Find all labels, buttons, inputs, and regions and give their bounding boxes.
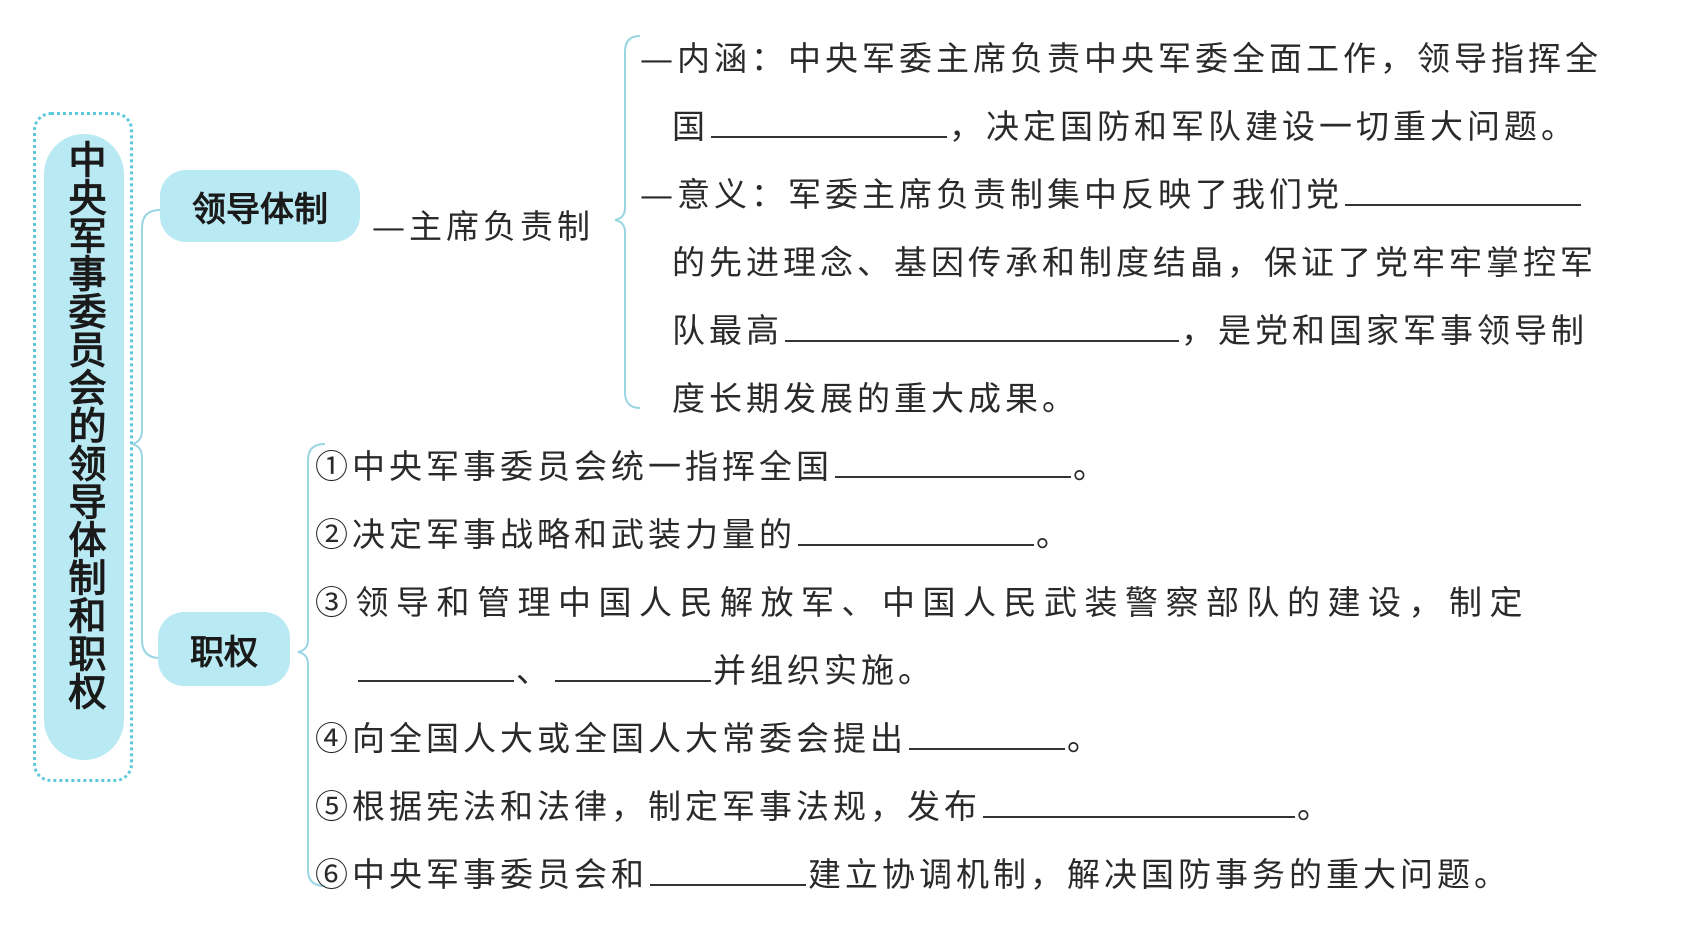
leadership-system-node: 领导体制	[160, 170, 360, 242]
significance-line-4: 度长期发展的重大成果。	[672, 379, 1079, 418]
blank-power-2	[798, 514, 1034, 546]
root-frame	[33, 112, 133, 782]
power-item-5: ⑤根据宪法和法律，制定军事法规，发布。	[315, 786, 1334, 826]
power-item-1: ①中央军事委员会统一指挥全国。	[315, 446, 1110, 486]
significance-line-1: —意义：军委主席负责制集中反映了我们党	[640, 168, 1583, 216]
power-item-4: ④向全国人大或全国人大常委会提出。	[315, 718, 1104, 758]
blank-power-4	[909, 718, 1065, 750]
root-pill	[44, 134, 124, 760]
connotation-line-1: —内涵：中央军委主席负责中央军委全面工作，领导指挥全	[640, 39, 1602, 78]
power-item-2: ②决定军事战略和武装力量的。	[315, 514, 1073, 554]
chairman-responsibility-label: —主席负责制	[372, 207, 594, 246]
blank-significance-1	[1345, 174, 1581, 206]
blank-power-3b	[555, 650, 711, 682]
blank-power-5	[983, 786, 1295, 818]
blank-power-1	[835, 446, 1071, 478]
connotation-line-2: 国，决定国防和军队建设一切重大问题。	[672, 106, 1578, 146]
blank-significance-2	[785, 310, 1179, 342]
blank-connotation	[711, 106, 947, 138]
power-item-3-line-1: ③领导和管理中国人民解放军、中国人民武装警察部队的建设，制定	[315, 583, 1530, 622]
power-item-6: ⑥中央军事委员会和建立协调机制，解决国防事务的重大问题。	[315, 854, 1511, 894]
powers-node: 职权	[158, 612, 290, 686]
root-title: 中央军事委员会的领导体制和职权	[62, 140, 106, 710]
blank-power-6	[650, 854, 806, 886]
significance-line-2: 的先进理念、基因传承和制度结晶，保证了党牢牢掌控军	[672, 243, 1597, 282]
significance-line-3: 队最高，是党和国家军事领导制	[672, 310, 1588, 350]
blank-power-3a	[358, 650, 514, 682]
power-item-3-line-2: 、并组织实施。	[356, 644, 935, 692]
